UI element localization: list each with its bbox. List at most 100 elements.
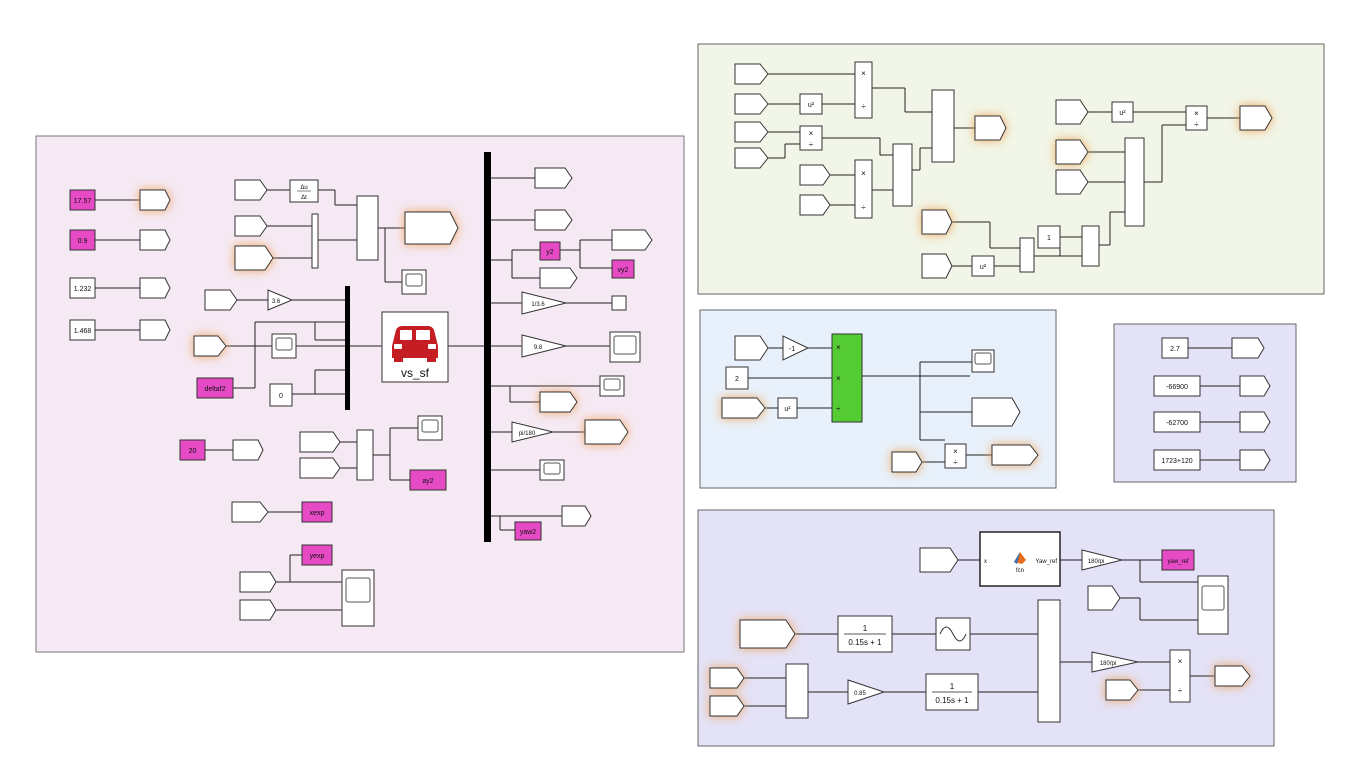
goto-tag[interactable]: [404, 211, 459, 245]
math-square-block[interactable]: u²: [777, 397, 798, 419]
mux-block[interactable]: [356, 195, 379, 261]
goto-tag[interactable]: [561, 505, 592, 527]
from-tag[interactable]: [1055, 99, 1089, 125]
goto-tag-yaw-ref[interactable]: yaw_ref: [1161, 549, 1195, 571]
from-tag[interactable]: [1087, 585, 1121, 611]
gain-block[interactable]: 180/pi: [1091, 651, 1139, 673]
product-block[interactable]: × ÷: [1185, 105, 1208, 131]
goto-tag[interactable]: [974, 115, 1007, 141]
display-block[interactable]: [611, 295, 627, 311]
from-tag[interactable]: [919, 547, 959, 573]
gain-block[interactable]: 9.8: [521, 334, 567, 358]
from-tag[interactable]: [204, 289, 238, 311]
from-tag[interactable]: [234, 215, 268, 237]
goto-tag[interactable]: [139, 229, 171, 251]
divide-block[interactable]: × ÷: [944, 443, 967, 469]
from-tag[interactable]: [239, 599, 277, 621]
goto-tag-deltaf2[interactable]: deltaf2: [196, 377, 234, 399]
math-square-block[interactable]: u²: [1111, 101, 1134, 123]
product-block[interactable]: × ÷: [854, 61, 873, 119]
goto-tag[interactable]: [1239, 411, 1271, 433]
scope-block[interactable]: [539, 459, 565, 481]
from-tag[interactable]: [921, 209, 953, 235]
constant-block[interactable]: 1: [1037, 225, 1061, 249]
from-tag[interactable]: [734, 147, 769, 169]
goto-tag[interactable]: [534, 167, 573, 189]
math-square-block[interactable]: u²: [971, 255, 995, 277]
divide-block[interactable]: × ÷: [1169, 649, 1191, 703]
constant-block[interactable]: 2.7: [1161, 337, 1189, 359]
from-tag[interactable]: [721, 397, 766, 419]
goto-tag[interactable]: [1239, 375, 1271, 397]
goto-tag[interactable]: [1231, 337, 1265, 359]
product-block[interactable]: [1081, 225, 1100, 267]
goto-tag-xexp[interactable]: xexp: [301, 501, 333, 523]
gain-block[interactable]: 0.85: [847, 679, 886, 705]
constant-block[interactable]: 1.468: [69, 319, 96, 341]
gain-block[interactable]: pi/180: [511, 421, 554, 443]
mux-block[interactable]: [356, 429, 374, 481]
from-tag[interactable]: [739, 619, 796, 649]
from-tag[interactable]: [734, 121, 769, 143]
constant-block[interactable]: -66900: [1153, 375, 1201, 397]
sum-block[interactable]: [1124, 137, 1145, 227]
goto-tag[interactable]: [139, 277, 171, 299]
math-square-block[interactable]: u²: [799, 93, 823, 115]
goto-tag-y2[interactable]: y2: [539, 241, 561, 261]
from-tag[interactable]: [799, 164, 831, 186]
mux-block[interactable]: [785, 663, 809, 719]
constant-block[interactable]: 0.9: [69, 229, 96, 251]
goto-tag[interactable]: [139, 319, 171, 341]
goto-tag[interactable]: [232, 439, 264, 461]
scope-block[interactable]: [1197, 575, 1229, 635]
from-tag[interactable]: [709, 667, 745, 689]
vehicle-sfunction-block[interactable]: vs_sf: [381, 311, 449, 383]
goto-tag[interactable]: [534, 209, 573, 231]
constant-block[interactable]: 20: [179, 439, 206, 461]
goto-tag[interactable]: [539, 391, 578, 413]
sine-wave-block[interactable]: [935, 617, 971, 651]
xy-graph-block[interactable]: [341, 569, 375, 627]
sum-block[interactable]: [892, 143, 913, 207]
goto-tag-yaw2[interactable]: yaw2: [514, 521, 542, 541]
from-tag[interactable]: [734, 93, 769, 115]
from-tag[interactable]: [299, 431, 341, 453]
gain-block[interactable]: 3.6: [267, 289, 294, 311]
from-tag[interactable]: [231, 501, 269, 523]
from-tag[interactable]: [1055, 139, 1089, 165]
gain-block[interactable]: -1: [782, 335, 810, 361]
divide-block[interactable]: × ÷: [799, 125, 823, 151]
goto-tag[interactable]: [539, 267, 578, 289]
goto-tag[interactable]: [1239, 449, 1271, 471]
from-tag[interactable]: [193, 335, 227, 357]
from-tag[interactable]: [299, 457, 341, 479]
from-tag[interactable]: [1105, 679, 1139, 701]
scope-block[interactable]: [417, 415, 443, 441]
scope-block[interactable]: [271, 333, 297, 359]
goto-tag[interactable]: [139, 189, 171, 211]
goto-tag[interactable]: [611, 229, 653, 251]
scope-block[interactable]: [401, 269, 427, 295]
sum-block[interactable]: [1019, 237, 1035, 273]
mux-block[interactable]: [1037, 599, 1061, 723]
from-tag[interactable]: [239, 571, 277, 593]
from-tag[interactable]: [234, 245, 274, 271]
scope-block[interactable]: [599, 375, 625, 397]
from-tag[interactable]: [234, 179, 268, 201]
goto-tag[interactable]: [584, 419, 629, 445]
goto-tag[interactable]: [1214, 665, 1251, 687]
input-bus-bar[interactable]: [345, 286, 350, 410]
from-tag[interactable]: [734, 335, 769, 361]
from-tag[interactable]: [891, 451, 923, 473]
product-block[interactable]: × ÷: [854, 159, 873, 219]
output-bus-bar[interactable]: [484, 152, 491, 542]
goto-tag[interactable]: [991, 444, 1039, 466]
constant-block[interactable]: 1.232: [69, 277, 96, 299]
transfer-function-block[interactable]: 1 0.15s + 1: [925, 673, 979, 711]
constant-block[interactable]: 1723+120: [1153, 449, 1201, 471]
constant-block[interactable]: 0: [269, 383, 293, 407]
mux-block[interactable]: [311, 213, 319, 269]
gain-block[interactable]: 180/pi: [1081, 549, 1123, 571]
derivative-block[interactable]: Δu Δt: [289, 179, 319, 203]
constant-block[interactable]: 17.57: [69, 189, 96, 211]
